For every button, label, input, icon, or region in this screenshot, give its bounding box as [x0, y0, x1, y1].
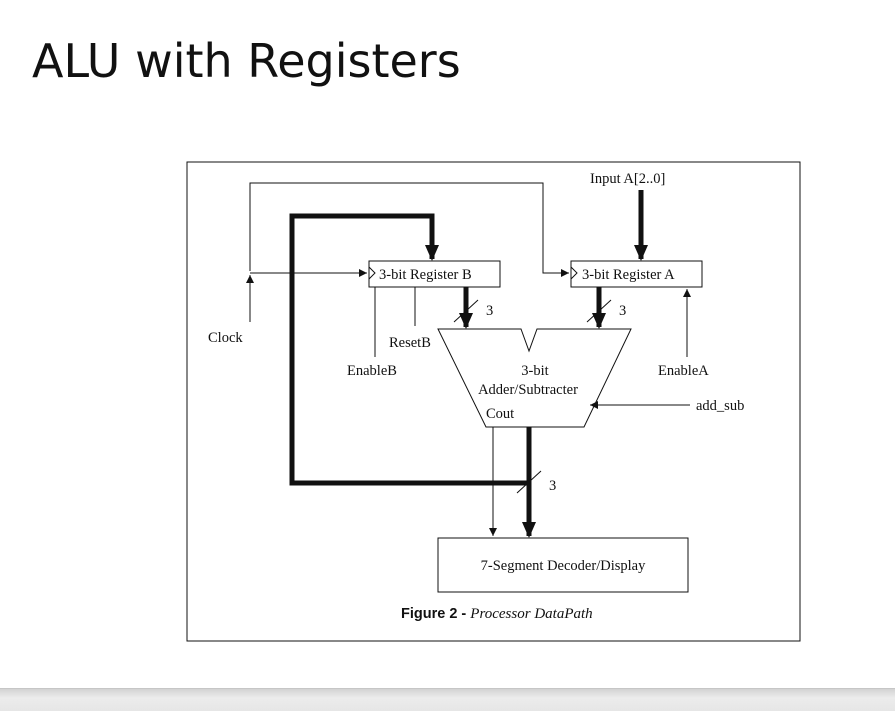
figure-caption-label: Figure 2 -: [401, 606, 470, 622]
figure-caption: Figure 2 - Processor DataPath: [401, 606, 593, 622]
bus-width-label-out: 3: [549, 478, 556, 494]
alu-label-line1: 3-bit: [521, 363, 548, 379]
cout-label: Cout: [486, 406, 514, 422]
datapath-diagram: 3-bit Register B 3-bit Register A Input …: [186, 161, 801, 642]
alu-block: [437, 328, 632, 428]
register-a-box: [570, 260, 703, 288]
bus-width-tick-a: [586, 299, 612, 323]
alu-label-line2: Adder/Subtracter: [478, 382, 578, 398]
reset-b-label: ResetB: [389, 335, 431, 351]
register-b-label: 3-bit Register B: [379, 267, 472, 283]
clock-wire-a: [249, 182, 569, 277]
add-sub-label: add_sub: [696, 398, 744, 414]
register-b-box: [368, 260, 501, 288]
enable-b-label: EnableB: [347, 363, 397, 379]
display-block: [437, 537, 689, 593]
bus-width-label-b: 3: [486, 303, 493, 319]
figure-caption-text: Processor DataPath: [469, 606, 592, 622]
register-a-label: 3-bit Register A: [582, 267, 675, 283]
slide-title: ALU with Registers: [32, 34, 461, 88]
enable-a-label: EnableA: [658, 363, 709, 379]
input-a-label: Input A[2..0]: [590, 171, 665, 187]
footer-bar: [0, 688, 895, 711]
display-label: 7-Segment Decoder/Display: [481, 558, 646, 574]
register-b-clock-marker: [368, 266, 376, 280]
bus-width-label-a: 3: [619, 303, 626, 319]
bus-width-tick-b: [453, 299, 479, 323]
clock-label: Clock: [208, 330, 243, 346]
register-a-clock-marker: [570, 266, 578, 280]
feedback-bus: [289, 213, 529, 486]
